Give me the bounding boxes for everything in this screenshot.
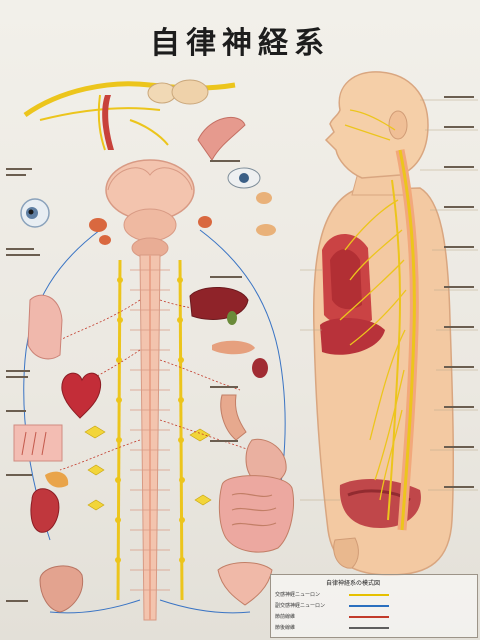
legend-label: 節前線維 xyxy=(275,614,296,620)
legend-title: 自律神経系の模式図 xyxy=(326,580,381,587)
poster-title: 自律神経系 xyxy=(150,26,330,61)
top-nerve-cluster xyxy=(23,79,246,161)
brain-and-spinal-cord xyxy=(23,159,286,621)
legend-label: 副交感神経ニューロン xyxy=(275,603,326,609)
legend-box: 自律神経系の模式図 交感神経ニューロン 副交感神経ニューロン 節前線維 節後線維 xyxy=(270,574,478,638)
legend-row: 節後線維 xyxy=(275,624,295,631)
legend-label: 節後線維 xyxy=(275,625,296,631)
left-organs xyxy=(13,198,111,613)
legend-row: 交感神経ニューロン xyxy=(275,591,320,598)
legend-label: 交感神経ニューロン xyxy=(275,592,321,598)
legend-row: 副交感神経ニューロン xyxy=(275,602,325,609)
legend-row: 節前線維 xyxy=(275,613,295,620)
legend-swatch-gray xyxy=(349,627,389,629)
legend-swatch-yellow xyxy=(349,594,389,596)
legend-swatch-blue xyxy=(349,605,389,607)
label-marks-left xyxy=(6,160,242,602)
legend-swatch-red xyxy=(349,616,389,618)
center-right-organs xyxy=(189,167,294,606)
body-figure xyxy=(300,71,478,576)
